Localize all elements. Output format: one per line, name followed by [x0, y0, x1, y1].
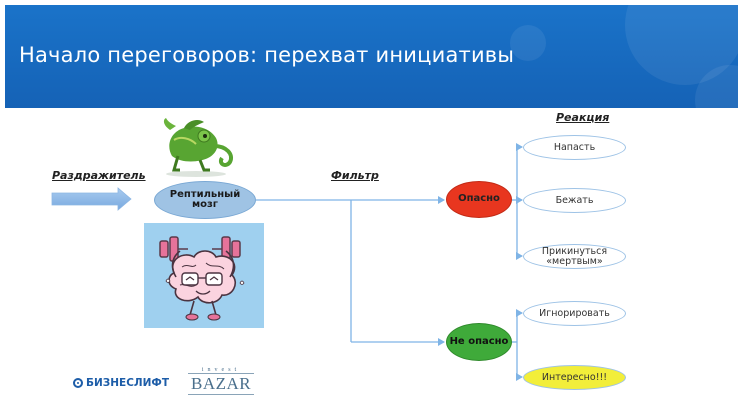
brain-node-line2: мозг: [191, 199, 219, 210]
invest-bazar-logo-big: BAZAR: [188, 373, 255, 395]
chameleon-image: [163, 118, 233, 177]
response-run: Бежать: [523, 188, 626, 213]
stimulus-label: Раздражитель: [52, 169, 146, 182]
play-dead-line1: Прикинуться: [541, 245, 608, 257]
response-play-dead: Прикинуться «мертвым»: [523, 244, 626, 269]
biznesslift-logo: БИЗНЕСЛИФТ: [73, 377, 169, 389]
brain-node-line1: Рептильный: [169, 188, 241, 200]
strong-brain-image: [159, 236, 245, 321]
play-dead-line2: «мертвым»: [546, 255, 603, 267]
response-ignore: Игнорировать: [523, 301, 626, 326]
slide-title: Начало переговоров: перехват инициативы: [19, 43, 515, 67]
danger-node: Опасно: [446, 181, 512, 218]
invest-bazar-logo: invest BAZAR: [188, 367, 255, 395]
reaction-label: Реакция: [556, 111, 610, 124]
reptile-brain-node: Рептильный мозг: [154, 181, 256, 219]
invest-bazar-logo-small: invest: [201, 367, 241, 373]
response-attack: Напасть: [523, 135, 626, 160]
filter-label: Фильтр: [331, 169, 379, 182]
biznesslift-logo-text: БИЗНЕСЛИФТ: [86, 377, 170, 389]
header-decor-circle: [510, 25, 546, 61]
safe-node: Не опасно: [446, 323, 512, 361]
brain-illustration-panel: [144, 223, 264, 328]
slide-header: Начало переговоров: перехват инициативы: [5, 5, 738, 108]
stimulus-arrow: [51, 187, 132, 211]
biznesslift-logo-icon: [73, 378, 83, 388]
response-interesting: Интересно!!!: [523, 365, 626, 390]
